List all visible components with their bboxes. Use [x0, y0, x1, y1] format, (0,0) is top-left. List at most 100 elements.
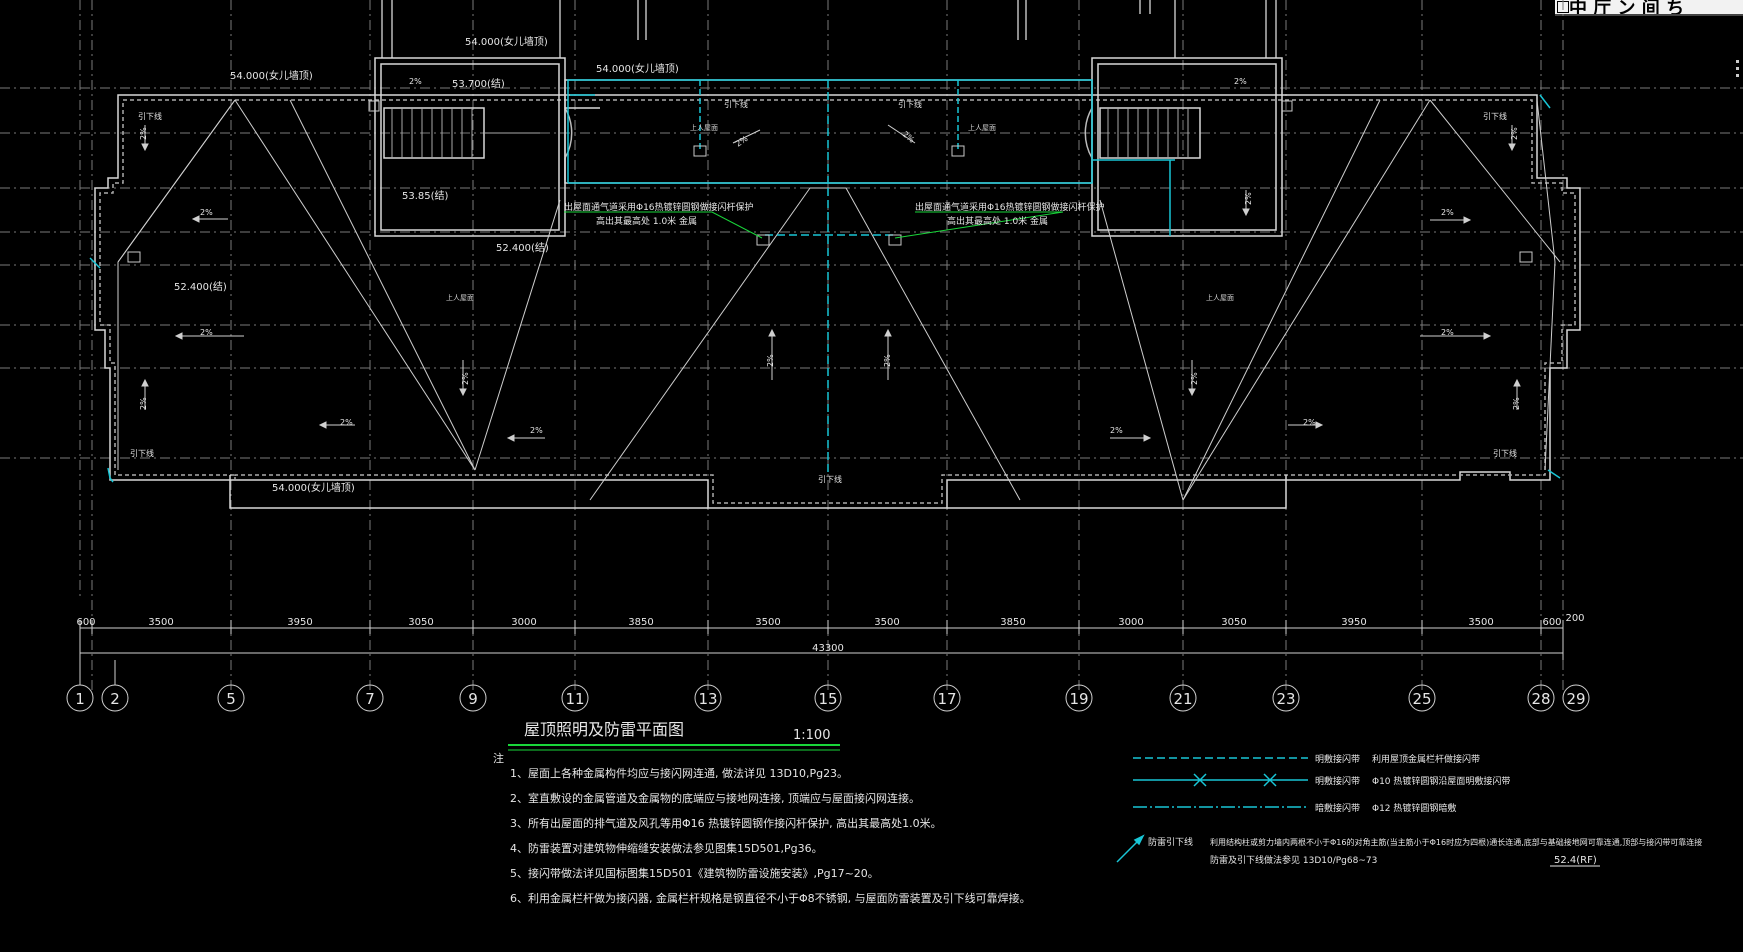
svg-text:3050: 3050: [1221, 617, 1246, 628]
legend-label: 明敷接闪带: [1315, 753, 1360, 765]
vent-rod-markers: [127, 100, 1533, 263]
svg-text:2%: 2%: [200, 328, 213, 337]
svg-text:出屋面通气道采用Φ16热镀锌圆钢做接闪杆保护: 出屋面通气道采用Φ16热镀锌圆钢做接闪杆保护: [915, 201, 1105, 213]
svg-text:23: 23: [1276, 690, 1295, 708]
svg-text:3000: 3000: [1118, 617, 1143, 628]
svg-text:2%: 2%: [1510, 127, 1519, 140]
parapet-label: 54.000(女儿墙顶): [230, 69, 313, 82]
svg-text:2%: 2%: [409, 77, 422, 86]
svg-text:3850: 3850: [628, 617, 653, 628]
svg-text:2%: 2%: [1234, 77, 1247, 86]
slope-labels: 2% 2% 2% 2% 2% 2% 2% 2% 2% 2% 2% 2% 2% 2…: [139, 77, 1521, 435]
legend-label: 暗敷接闪带: [1315, 802, 1360, 814]
svg-text:2%: 2%: [200, 208, 213, 217]
svg-text:3500: 3500: [1468, 617, 1493, 628]
legend-label: 防雷引下线: [1148, 836, 1193, 848]
level-label: 52.400(结): [496, 241, 549, 254]
svg-text:2%: 2%: [461, 372, 470, 385]
level-label: 52.400(结): [174, 280, 227, 293]
svg-text:25: 25: [1412, 690, 1431, 708]
level-label: 53.85(结): [402, 189, 449, 202]
svg-text:2%: 2%: [1512, 397, 1521, 410]
drawing-edge-marks: [1736, 60, 1739, 84]
parapet-label: 54.000(女儿墙顶): [596, 62, 679, 75]
title-block-text: 中 厅 ン 间 ち: [1569, 0, 1685, 16]
svg-text:21: 21: [1173, 690, 1192, 708]
svg-text:200: 200: [1565, 613, 1584, 624]
plan-title-block: 屋顶照明及防雷平面图 1:100: [508, 720, 840, 751]
axis-labels: 1 2 5 7 9 11 13 15 17 19 21 23 25 28 29: [75, 690, 1585, 708]
svg-text:2%: 2%: [1244, 192, 1253, 205]
legend-desc: Φ12 热镀锌圆钢暗敷: [1372, 802, 1456, 814]
level-label: 53.700(结): [452, 77, 505, 90]
svg-text:2%: 2%: [530, 426, 543, 435]
svg-text:600: 600: [76, 617, 95, 628]
svg-text:2%: 2%: [340, 418, 353, 427]
dimension-values: 600 3500 3950 3050 3000 3850 3500 3500 3…: [76, 613, 1584, 654]
svg-text:19: 19: [1069, 690, 1088, 708]
svg-text:2%: 2%: [766, 354, 775, 367]
vent-notes: 出屋面通气道采用Φ16热镀锌圆钢做接闪杆保护 高出其最高处 1.0米 金属 出屋…: [564, 201, 1105, 227]
svg-text:3500: 3500: [148, 617, 173, 628]
downlead-labels: 引下线 引下线 引下线 引下线 引下线 引下线 引下线: [130, 99, 1517, 484]
svg-text:2%: 2%: [139, 127, 148, 140]
svg-text:3000: 3000: [511, 617, 536, 628]
svg-text:29: 29: [1566, 690, 1585, 708]
svg-text:2%: 2%: [883, 354, 892, 367]
svg-text:2%: 2%: [1441, 328, 1454, 337]
grid-lines: [0, 0, 1743, 690]
note-item: 2、室直敷设的金属管道及金属物的底端应与接地网连接, 顶端应与屋面接闪网连接。: [510, 791, 920, 805]
svg-text:3950: 3950: [1341, 617, 1366, 628]
svg-text:上人屋面: 上人屋面: [446, 293, 474, 302]
note-item: 6、利用金属栏杆做为接闪器, 金属栏杆规格是钢直径不小于Φ8不锈钢, 与屋面防雷…: [510, 891, 1031, 905]
note-item: 5、接闪带做法详见国标图集15D501《建筑物防雷设施安装》,Pg17~20。: [510, 866, 879, 880]
structure-lines: [381, 0, 1277, 58]
notes-label: 注: [493, 751, 504, 765]
parapet-label: 54.000(女儿墙顶): [272, 481, 355, 494]
svg-text:出屋面通气道采用Φ16热镀锌圆钢做接闪杆保护: 出屋面通气道采用Φ16热镀锌圆钢做接闪杆保护: [564, 201, 754, 213]
svg-text:28: 28: [1531, 690, 1550, 708]
svg-text:引下线: 引下线: [138, 111, 162, 121]
legend-desc: 防雷及引下线做法参见 13D10/Pg68~73: [1210, 854, 1377, 866]
stair-core-right: [1084, 57, 1283, 237]
roof-outline: [94, 94, 1581, 509]
svg-text:2%: 2%: [139, 397, 148, 410]
svg-text:2%: 2%: [1441, 208, 1454, 217]
svg-text:3050: 3050: [408, 617, 433, 628]
svg-text:引下线: 引下线: [898, 99, 922, 109]
notes: 注 1、屋面上各种金属构件均应与接闪网连通, 做法详见 13D10,Pg23。 …: [493, 751, 1031, 905]
note-item: 4、防雷装置对建筑物伸缩缝安装做法参见图集15D501,Pg36。: [510, 841, 823, 855]
svg-text:5: 5: [226, 690, 236, 708]
svg-text:11: 11: [565, 690, 584, 708]
svg-text:3950: 3950: [287, 617, 312, 628]
svg-text:高出其最高处 1.0米 金属: 高出其最高处 1.0米 金属: [947, 215, 1048, 227]
svg-text:2%: 2%: [1303, 418, 1316, 427]
svg-text:3500: 3500: [755, 617, 780, 628]
roof-access-labels: 上人屋面 上人屋面 上人屋面 上人屋面: [446, 123, 1234, 302]
title-block: 中 厅 ン 间 ち: [1555, 0, 1743, 16]
legend-desc: 利用结构柱或剪力墙内两根不小于Φ16的对角主筋(当主筋小于Φ16时应为四根)通长…: [1210, 837, 1702, 847]
svg-text:引下线: 引下线: [130, 448, 154, 458]
legend-swatch: [1133, 773, 1308, 787]
axis-bubbles: [66, 660, 1590, 712]
svg-text:600: 600: [1542, 617, 1561, 628]
svg-text:2%: 2%: [1110, 426, 1123, 435]
svg-text:43300: 43300: [812, 643, 844, 654]
svg-text:引下线: 引下线: [818, 474, 842, 484]
slope-arrows: [141, 124, 1521, 442]
svg-text:高出其最高处 1.0米 金属: 高出其最高处 1.0米 金属: [596, 215, 697, 227]
svg-text:上人屋面: 上人屋面: [968, 123, 996, 132]
parapet-label: 54.000(女儿墙顶): [465, 35, 548, 48]
svg-text:9: 9: [468, 690, 478, 708]
svg-text:7: 7: [365, 690, 375, 708]
plan-scale: 1:100: [793, 728, 830, 743]
dimension-lines: [79, 620, 1564, 660]
svg-text:2: 2: [110, 690, 120, 708]
lightning-conductors: [89, 79, 1561, 483]
legend-desc: 利用屋顶金属栏杆做接闪带: [1372, 753, 1480, 765]
svg-text:上人屋面: 上人屋面: [1206, 293, 1234, 302]
roof-level-tag: 52.4(RF): [1554, 855, 1597, 866]
svg-text:3500: 3500: [874, 617, 899, 628]
legend-label: 明敷接闪带: [1315, 775, 1360, 787]
